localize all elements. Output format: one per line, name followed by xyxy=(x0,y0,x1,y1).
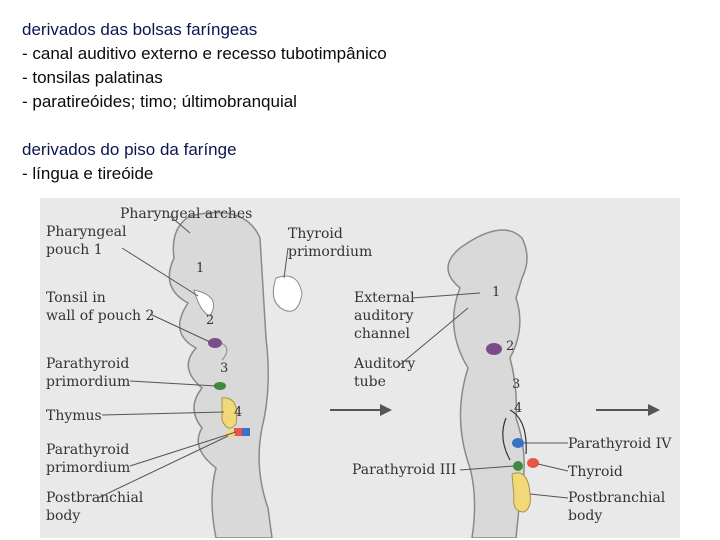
arrow-middle xyxy=(330,404,392,416)
migration-arrow xyxy=(502,417,511,461)
migration-arrow xyxy=(509,409,527,455)
left-leader-lines xyxy=(97,215,289,499)
text-block: derivados das bolsas faríngeas - canal a… xyxy=(22,18,387,186)
list-item: - canal auditivo externo e recesso tubot… xyxy=(22,44,387,63)
label-parathyroid-upper-line2: primordium xyxy=(46,374,130,390)
thyroid-primordium-shape xyxy=(272,275,303,312)
blue-shape xyxy=(242,428,250,436)
label-postbranchial-line2: body xyxy=(46,508,80,524)
label-thyroid: Thyroid xyxy=(568,464,623,480)
arch-number: 2 xyxy=(206,313,214,328)
pouch-1 xyxy=(193,289,214,317)
arch-number: 4 xyxy=(514,401,522,416)
spacer xyxy=(22,114,387,138)
label-parathyroid-upper-line1: Parathyroid xyxy=(46,356,129,372)
label-tonsil-line2: wall of pouch 2 xyxy=(46,308,154,324)
label-external-auditory-line2: auditory xyxy=(354,308,414,324)
list-item: - língua e tireóide xyxy=(22,164,154,183)
heading-pouch-derivatives: derivados das bolsas faríngeas xyxy=(22,20,258,39)
arch-number: 1 xyxy=(196,261,204,276)
label-auditory-tube-line1: Auditory xyxy=(353,356,415,372)
label-thyroid-primordium-line2: primordium xyxy=(288,244,372,260)
right-leader-lines xyxy=(395,292,569,499)
label-postbranchial-right-line2: body xyxy=(568,508,602,524)
arrow-right xyxy=(596,404,660,416)
thymus-shape xyxy=(221,397,238,429)
label-external-auditory-line3: channel xyxy=(354,326,411,342)
tonsil-right-shape xyxy=(486,343,502,355)
label-external-auditory-line1: External xyxy=(354,290,415,306)
label-postbranchial-line1: Postbranchial xyxy=(46,490,144,506)
parathyroid-iii-shape xyxy=(513,461,523,471)
tonsil-shape xyxy=(208,338,222,348)
label-parathyroid-iv: Parathyroid IV xyxy=(568,436,672,452)
pharyngeal-pouch-diagram: Pharyngeal arches Pharyngeal pouch 1 Ton… xyxy=(40,198,680,538)
arch-number: 3 xyxy=(220,361,228,376)
list-item: - paratireóides; timo; últimobranquial xyxy=(22,92,297,111)
arch-number: 4 xyxy=(234,405,242,420)
label-parathyroid-iii: Parathyroid III xyxy=(352,462,456,478)
arch-number: 3 xyxy=(512,377,520,392)
parathyroid-iv-shape xyxy=(512,438,524,448)
label-pharyngeal-pouch-line2: pouch 1 xyxy=(46,242,103,258)
label-parathyroid-lower-line1: Parathyroid xyxy=(46,442,129,458)
figure-background xyxy=(40,198,680,538)
parathyroid-upper-shape xyxy=(214,382,226,390)
label-auditory-tube-line2: tube xyxy=(354,374,386,390)
red-shape xyxy=(234,428,242,436)
label-pharyngeal-arches: Pharyngeal arches xyxy=(120,206,252,222)
label-parathyroid-lower-line2: primordium xyxy=(46,460,130,476)
list-item: - tonsilas palatinas xyxy=(22,68,163,87)
arch-number: 2 xyxy=(506,339,514,354)
postbranchial-right-shape xyxy=(511,472,531,513)
heading-floor-derivatives: derivados do piso da farínge xyxy=(22,140,237,159)
thyroid-shape xyxy=(527,458,539,468)
arch-number: 1 xyxy=(492,285,500,300)
label-tonsil-line1: Tonsil in xyxy=(46,290,106,306)
label-pharyngeal-pouch-line1: Pharyngeal xyxy=(46,224,127,240)
label-thymus: Thymus xyxy=(46,408,102,424)
label-postbranchial-right-line1: Postbranchial xyxy=(568,490,666,506)
label-thyroid-primordium-line1: Thyroid xyxy=(288,226,343,242)
